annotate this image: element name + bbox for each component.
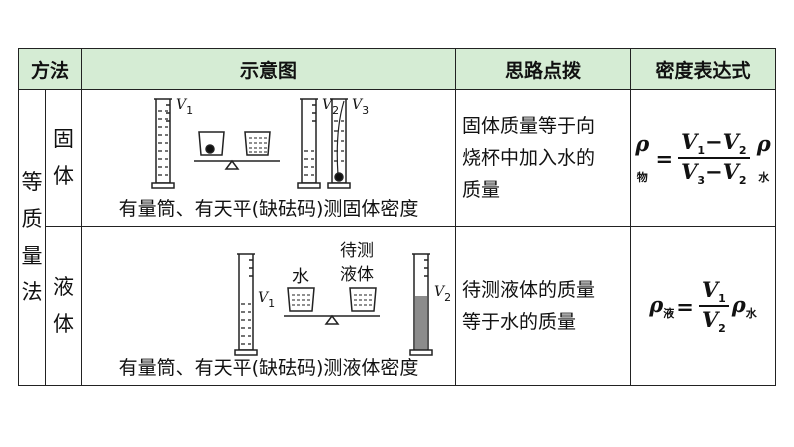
liquid-apparatus-illustration [234, 253, 433, 356]
formula-liquid-expression: ρ液 = V1 V2 ρ水 [649, 277, 757, 335]
solid-apparatus-illustration [151, 98, 351, 189]
cylinder-1 [151, 98, 175, 189]
diagram-liquid: 水 待测 液体 V1 V2 有量筒、有天平(缺砝码)测液体密度 [82, 228, 455, 384]
header-formula: 密度表达式 [630, 48, 776, 90]
header-diagram: 示意图 [81, 48, 456, 90]
balance-liquid [284, 287, 380, 325]
header-idea: 思路点拨 [455, 48, 631, 90]
idea-solid: 固体质量等于向 烧杯中加入水的 质量 [455, 89, 631, 227]
label-water: 水 [292, 267, 309, 287]
header-method: 方法 [18, 48, 82, 90]
type-liquid: 液 体 [53, 275, 74, 336]
label-liquid-2: 液体 [340, 265, 374, 285]
label-v3: V3 [352, 97, 370, 117]
cylinder-water [234, 253, 258, 356]
formula-solid-expression: ρ物 = V1−V2 V3−V2 ρ水 [635, 129, 771, 187]
formula-solid: ρ物 = V1−V2 V3−V2 ρ水 [630, 89, 776, 227]
label-liquid-1: 待测 [340, 241, 374, 261]
row-solid: 等 质 量 法 固 体 液 体 [18, 89, 776, 386]
density-method-table: 方法 示意图 思路点拨 密度表达式 等 质 量 法 固 体 液 [18, 48, 776, 386]
method-name: 等 质 量 法 [19, 90, 46, 385]
label-liquid-v1: V1 [258, 290, 276, 310]
method-cell: 等 质 量 法 固 体 液 体 [18, 89, 82, 386]
caption-solid: 有量筒、有天平(缺砝码)测固体密度 [118, 198, 419, 220]
idea-liquid: 待测液体的质量 等于水的质量 [455, 226, 631, 386]
row-liquid: 水 待测 液体 V1 V2 有量筒、有天平(缺砝码)测液体密度 待测液体的质量 … [19, 226, 776, 386]
caption-liquid: 有量筒、有天平(缺砝码)测液体密度 [118, 357, 419, 379]
diagram-solid: V1 V2 V3 有量筒、有天平(缺砝码)测固体密度 [82, 91, 455, 225]
cylinder-liquid [409, 253, 433, 356]
diagram-liquid-cell: 水 待测 液体 V1 V2 有量筒、有天平(缺砝码)测液体密度 [81, 226, 456, 386]
diagram-solid-cell: V1 V2 V3 有量筒、有天平(缺砝码)测固体密度 [81, 89, 456, 227]
balance [194, 131, 280, 170]
header-row: 方法 示意图 思路点拨 密度表达式 [18, 48, 776, 90]
type-solid: 固 体 [46, 90, 81, 227]
label-liquid-v2: V2 [434, 284, 452, 304]
cylinder-3 [327, 98, 351, 189]
formula-liquid: ρ液 = V1 V2 ρ水 [630, 226, 776, 386]
label-v2: V2 [322, 97, 340, 117]
cylinder-2 [297, 98, 321, 189]
label-v1: V1 [176, 97, 194, 117]
